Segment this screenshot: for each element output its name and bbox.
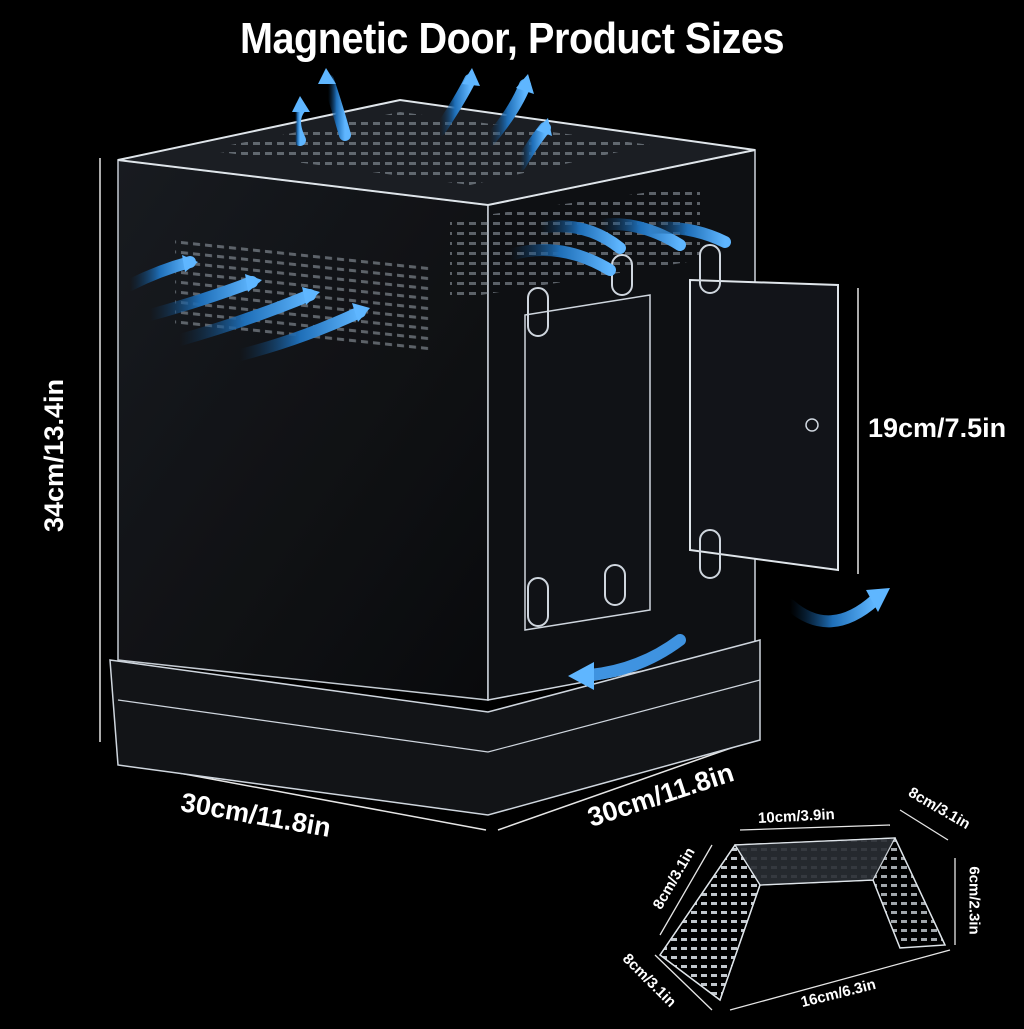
height-label: 34cm/13.4in [39, 378, 70, 533]
page-title: Magnetic Door, Product Sizes [239, 14, 785, 63]
door-swing-arrow-icon [568, 588, 890, 690]
hide-height-label: 6cm/2.3in [965, 866, 983, 935]
hide-dimension-lines [654, 809, 956, 1011]
reptile-hide [658, 837, 947, 1002]
door-height-label: 19cm/7.5in [868, 413, 1007, 443]
enclosure-box [109, 98, 839, 816]
airflow-arrow-heads [182, 68, 552, 322]
